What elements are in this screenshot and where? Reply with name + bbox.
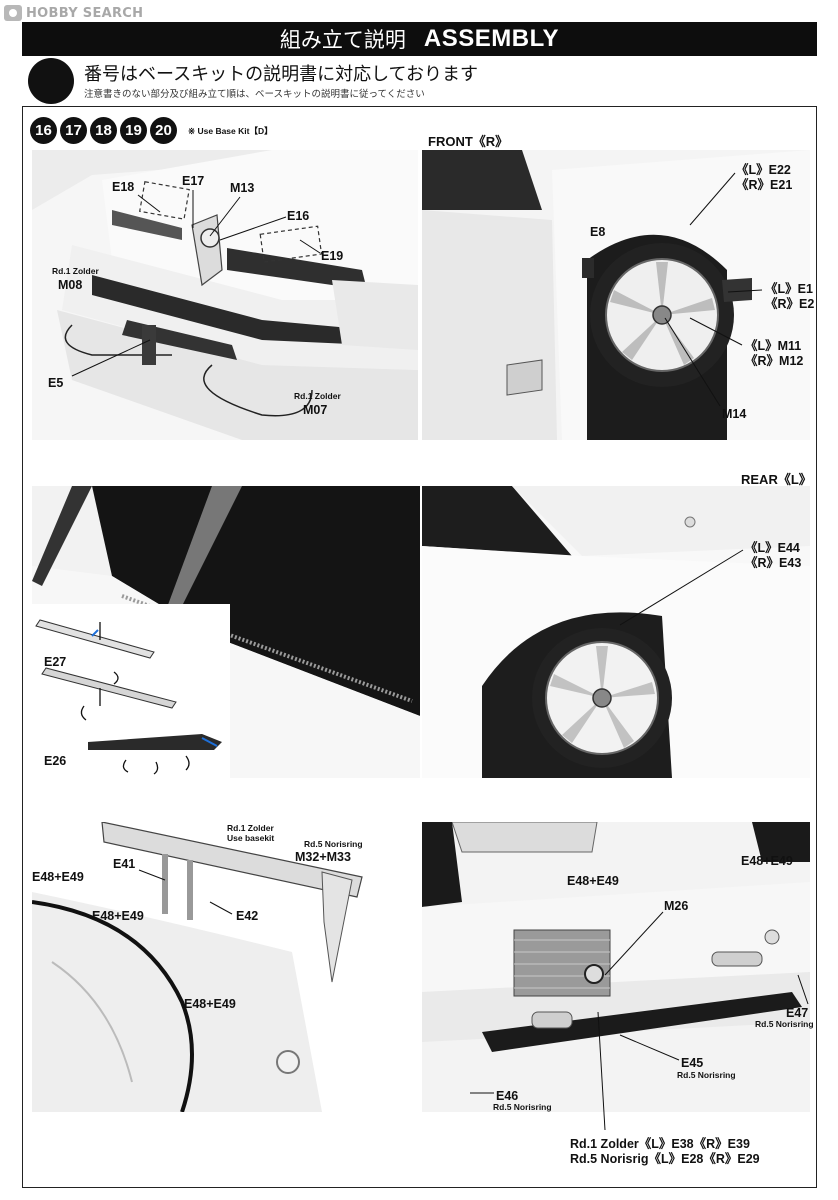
note-bullet-icon: [28, 58, 74, 104]
rear-wheel-title: REAR《L》: [741, 472, 812, 487]
label-e48-d: E48+E49: [741, 854, 793, 868]
label-r-m12: 《R》M12: [745, 354, 804, 368]
label-e47-sub: Rd.5 Norisring: [755, 1019, 814, 1029]
label-r-e43: 《R》E43: [745, 556, 802, 570]
title-english: ASSEMBLY: [423, 25, 560, 52]
step-numbers: 16 17 18 19 20 ※ Use Base Kit【D】: [30, 117, 273, 144]
label-zolder-a: Rd.1 Zolder: [52, 266, 99, 276]
note-main: 番号はベースキットの説明書に対応しております: [84, 64, 479, 85]
label-e42: E42: [236, 909, 259, 923]
label-e18: E18: [112, 180, 135, 194]
label-m32-m33: M32+M33: [295, 850, 351, 864]
rear-window-photo: [32, 486, 420, 778]
label-e26: E26: [44, 754, 67, 768]
label-zolder-line: Rd.1 Zolder《L》E38《R》E39: [570, 1137, 750, 1151]
label-e47: E47: [786, 1006, 809, 1020]
front-nose-photo: [32, 150, 418, 440]
label-e48-b: E48+E49: [92, 909, 144, 923]
camera-logo-icon: [4, 5, 22, 21]
watermark: HOBBY SEARCH: [4, 4, 143, 22]
label-wing-norisring: Rd.5 Norisring: [304, 839, 363, 849]
label-e8: E8: [590, 225, 606, 239]
label-e5: E5: [48, 376, 64, 390]
label-e46: E46: [496, 1089, 519, 1103]
label-m26: M26: [664, 899, 689, 913]
label-l-e22: 《L》E22: [736, 163, 791, 177]
instruction-frame: [22, 106, 817, 1188]
label-m08: M08: [58, 278, 83, 292]
label-e46-sub: Rd.5 Norisring: [493, 1102, 552, 1112]
label-e27: E27: [44, 655, 67, 669]
label-wing-zolder: Rd.1 Zolder: [227, 823, 274, 833]
title-japanese: 組み立て説明: [279, 28, 406, 52]
label-m14: M14: [722, 407, 747, 421]
label-e45: E45: [681, 1056, 704, 1070]
note-sub: 注意書きのない部分及び組み立て順は、ベースキットの説明書に従ってください: [84, 89, 425, 100]
label-m13: M13: [230, 181, 255, 195]
label-l-e1: 《L》E1: [765, 282, 813, 296]
label-e48-a: E48+E49: [32, 870, 84, 884]
label-e45-sub: Rd.5 Norisring: [677, 1070, 736, 1080]
base-kit-note: ※ Use Base Kit【D】: [188, 125, 273, 136]
label-wing-basekit: Use basekit: [227, 833, 275, 843]
step-number: 20: [150, 117, 177, 144]
step-number: 17: [60, 117, 87, 144]
label-r-e2: 《R》E2: [765, 297, 815, 311]
title-bar: 組み立て説明 ASSEMBLY: [22, 22, 817, 56]
label-e19: E19: [321, 249, 344, 263]
label-e16: E16: [287, 209, 310, 223]
label-e41: E41: [113, 857, 136, 871]
label-l-m11: 《L》M11: [745, 339, 802, 353]
watermark-text: HOBBY SEARCH: [26, 5, 144, 21]
label-e48-e: E48+E49: [567, 874, 619, 888]
step-number: 16: [30, 117, 57, 144]
label-zolder-b: Rd.1 Zolder: [294, 391, 341, 401]
label-l-e44: 《L》E44: [745, 541, 800, 555]
front-wheel-title: FRONT《R》: [428, 134, 509, 149]
label-e48-c: E48+E49: [184, 997, 236, 1011]
step-number: 18: [90, 117, 117, 144]
label-e17: E17: [182, 174, 205, 188]
label-norisrig-line: Rd.5 Norisrig《L》E28《R》E29: [570, 1152, 760, 1166]
label-r-e21: 《R》E21: [736, 178, 793, 192]
step-number: 19: [120, 117, 147, 144]
rear-wheel-photo: [422, 486, 810, 778]
front-wheel-photo: [422, 150, 810, 440]
label-m07: M07: [303, 403, 328, 417]
wing-photo: [32, 822, 420, 1112]
